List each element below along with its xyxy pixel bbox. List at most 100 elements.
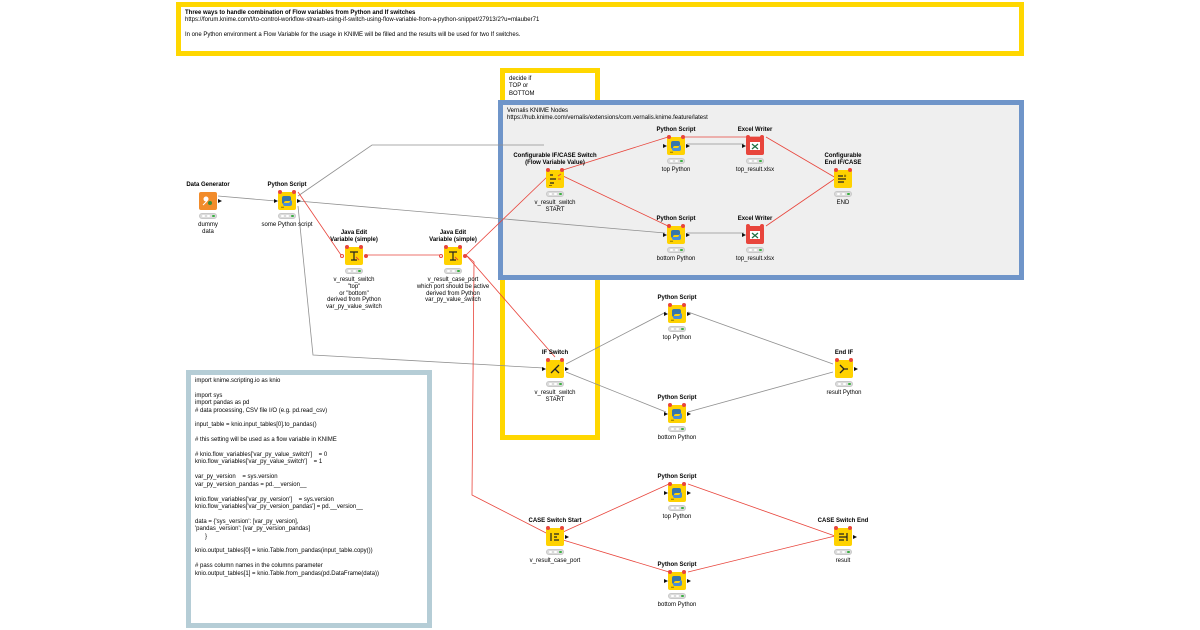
flow-variable-port-right[interactable] [760,224,764,228]
input-port[interactable] [663,143,667,148]
input-port[interactable] [742,143,746,148]
flowvar-python-to-java1[interactable] [297,191,342,256]
output-port[interactable] [687,311,691,316]
flow-variable-port-left[interactable] [546,526,550,530]
input-port[interactable] [274,198,278,203]
java-icon[interactable] [345,247,363,265]
flowvar-java2-to-case-start[interactable] [465,254,553,537]
flow-variable-port-left[interactable] [546,358,550,362]
node-label[interactable]: top_result.xlsx [735,256,775,262]
flow-variable-port-right[interactable] [682,482,686,486]
flow-variable-port-right[interactable] [458,245,462,249]
end-if-icon[interactable] [835,360,853,378]
output-port[interactable] [686,232,690,237]
flow-variable-port-right[interactable] [848,526,852,530]
connection-if-bottom-to-end[interactable] [687,371,834,413]
node-label[interactable]: top Python [662,514,692,520]
flow-variable-port-right[interactable] [359,245,363,249]
flow-variable-port-right[interactable] [760,135,764,139]
python-icon[interactable]: ••• [668,572,686,590]
flow-variable-port-right[interactable] [681,135,685,139]
flow-variable-port-left[interactable] [668,303,672,307]
input-port[interactable] [664,311,668,316]
flow-variable-port-left[interactable] [667,224,671,228]
flow-variable-port-left[interactable] [278,190,282,194]
python-icon[interactable]: ••• [667,226,685,244]
flow-variable-port-left[interactable] [746,135,750,139]
connection-if-switch-to-top[interactable] [565,311,667,365]
flowvar-configurable-to-vbottom[interactable] [562,175,669,227]
flow-variable-port-left[interactable] [834,168,838,172]
input-port[interactable] [664,578,668,583]
flow-variable-port-left[interactable] [668,403,672,407]
connection-if-switch-to-bottom[interactable] [565,371,667,413]
flow-variable-port-left[interactable] [546,168,550,172]
output-port[interactable] [687,490,691,495]
node-label[interactable]: bottom Python [657,602,697,608]
flow-variable-port-left[interactable] [835,358,839,362]
input-port[interactable] [663,232,667,237]
node-label[interactable]: result [835,558,851,564]
flow-variable-port-right[interactable] [849,358,853,362]
flow-variable-port-right[interactable] [560,358,564,362]
flowvar-case-start-to-top[interactable] [562,483,670,533]
input-port[interactable] [664,411,668,416]
flowvar-excel-top-to-end[interactable] [765,136,837,179]
flow-variable-port-left[interactable] [667,135,671,139]
if-switch-icon[interactable] [546,360,564,378]
python-icon[interactable]: ••• [668,484,686,502]
output-port[interactable] [854,366,858,371]
node-label[interactable]: top Python [661,167,691,173]
flow-variable-port-right[interactable] [682,570,686,574]
flow-variable-input-port[interactable] [340,254,344,258]
flow-variable-output-port[interactable] [463,254,467,258]
node-label[interactable]: v_result_case_port [529,558,581,564]
excel-icon[interactable] [746,137,764,155]
node-label[interactable]: END [836,200,850,206]
flowvar-java2-to-configurable[interactable] [465,175,549,256]
flow-variable-port-left[interactable] [668,570,672,574]
node-label[interactable]: dummy data [198,222,218,235]
output-port[interactable] [687,411,691,416]
flowvar-configurable-to-vtop[interactable] [562,136,669,171]
flow-variable-port-right[interactable] [292,190,296,194]
flow-variable-port-right[interactable] [682,403,686,407]
python-icon[interactable]: ••• [668,305,686,323]
connection-python-to-vernalis-bottom[interactable] [297,200,666,234]
generator-icon[interactable] [199,192,217,210]
case-end-icon[interactable] [834,528,852,546]
output-port[interactable] [686,143,690,148]
node-label[interactable]: some Python script [261,222,313,228]
flow-variable-port-right[interactable] [560,526,564,530]
flow-variable-port-left[interactable] [746,224,750,228]
output-port[interactable] [687,578,691,583]
flow-variable-port-left[interactable] [345,245,349,249]
flowvar-excel-bottom-to-end[interactable] [765,177,837,227]
flow-variable-port-left[interactable] [444,245,448,249]
output-port[interactable] [565,366,569,371]
java-icon[interactable] [444,247,462,265]
connection-python-to-vernalis-case[interactable] [297,144,544,197]
flow-variable-port-right[interactable] [848,168,852,172]
connection-if-top-to-end[interactable] [687,311,834,365]
node-label[interactable]: bottom Python [656,256,696,262]
node-label[interactable]: top Python [662,335,692,341]
node-label[interactable]: result Python [826,390,862,396]
python-icon[interactable]: ••• [668,405,686,423]
output-port[interactable] [297,198,301,203]
case-start-icon[interactable] [546,528,564,546]
flow-variable-port-left[interactable] [834,526,838,530]
connection-generator-to-python[interactable] [217,195,277,202]
excel-icon[interactable] [746,226,764,244]
end-case-icon[interactable]: # [834,170,852,188]
input-port[interactable] [542,366,546,371]
flowvar-case-top-to-end[interactable] [687,483,836,537]
node-label[interactable]: v_result_switch "top" or "bottom" derive… [326,277,382,311]
output-port[interactable] [853,534,857,539]
node-label[interactable]: v_result_switch START [534,200,576,213]
python-icon[interactable]: ••• [667,137,685,155]
node-label[interactable]: v_result_case_port which port should be … [416,277,490,304]
output-port[interactable] [218,198,222,203]
flowvar-java2-to-if-switch[interactable] [465,254,556,358]
flow-variable-input-port[interactable] [439,254,443,258]
